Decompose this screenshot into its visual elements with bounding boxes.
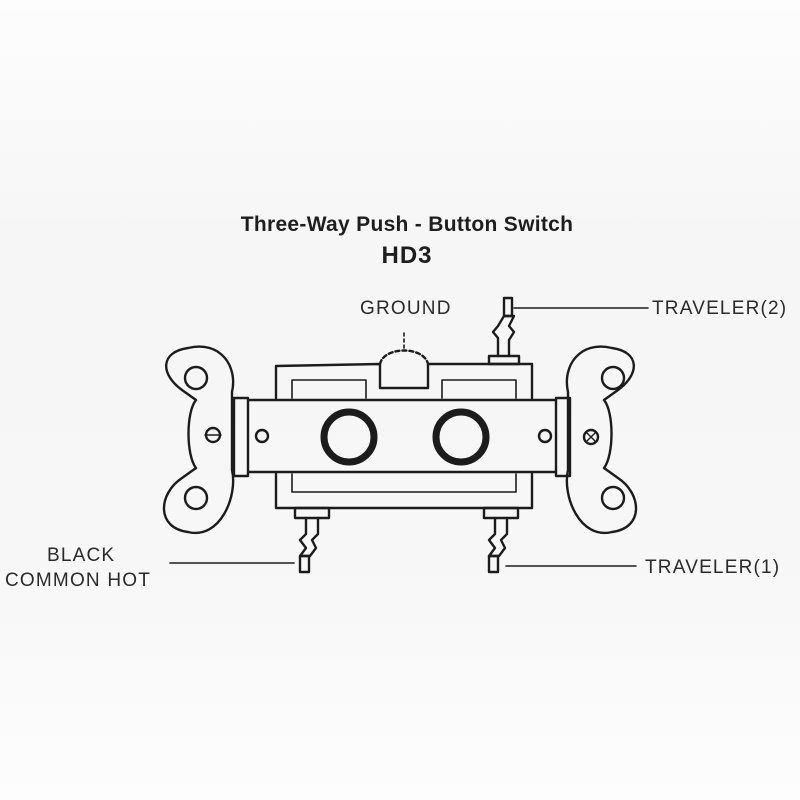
diagram-title: Three-Way Push - Button Switch [240,213,574,236]
left-mounting-strap [162,345,250,535]
right-strap-screw [582,428,600,446]
common-hot-label: COMMON HOT [5,570,152,591]
strap-band [246,398,558,474]
traveler-1-terminal [482,506,637,574]
left-yoke-bracket [232,396,250,478]
traveler-1-label: TRAVELER(1) [645,557,781,578]
right-top-mount-hole [600,365,626,391]
push-button-on [320,408,378,466]
left-rivet [254,428,270,444]
common-hot-terminal [169,506,331,574]
right-rivet [537,428,553,444]
left-top-mount-hole [183,365,209,391]
body-upper-housing [274,362,534,400]
push-button-off [432,408,490,466]
right-yoke-bracket [554,396,572,478]
traveler-2-terminal [487,296,649,366]
right-bottom-mount-hole [600,485,626,511]
black-label: BLACK [47,545,116,566]
body-lower-housing [274,472,534,510]
ground-label: GROUND [360,298,452,319]
left-bottom-mount-hole [183,485,209,511]
right-mounting-strap [554,345,638,535]
traveler-2-label: TRAVELER(2) [652,298,788,319]
model-number: HD3 [381,242,433,269]
ground-screw [378,349,430,366]
